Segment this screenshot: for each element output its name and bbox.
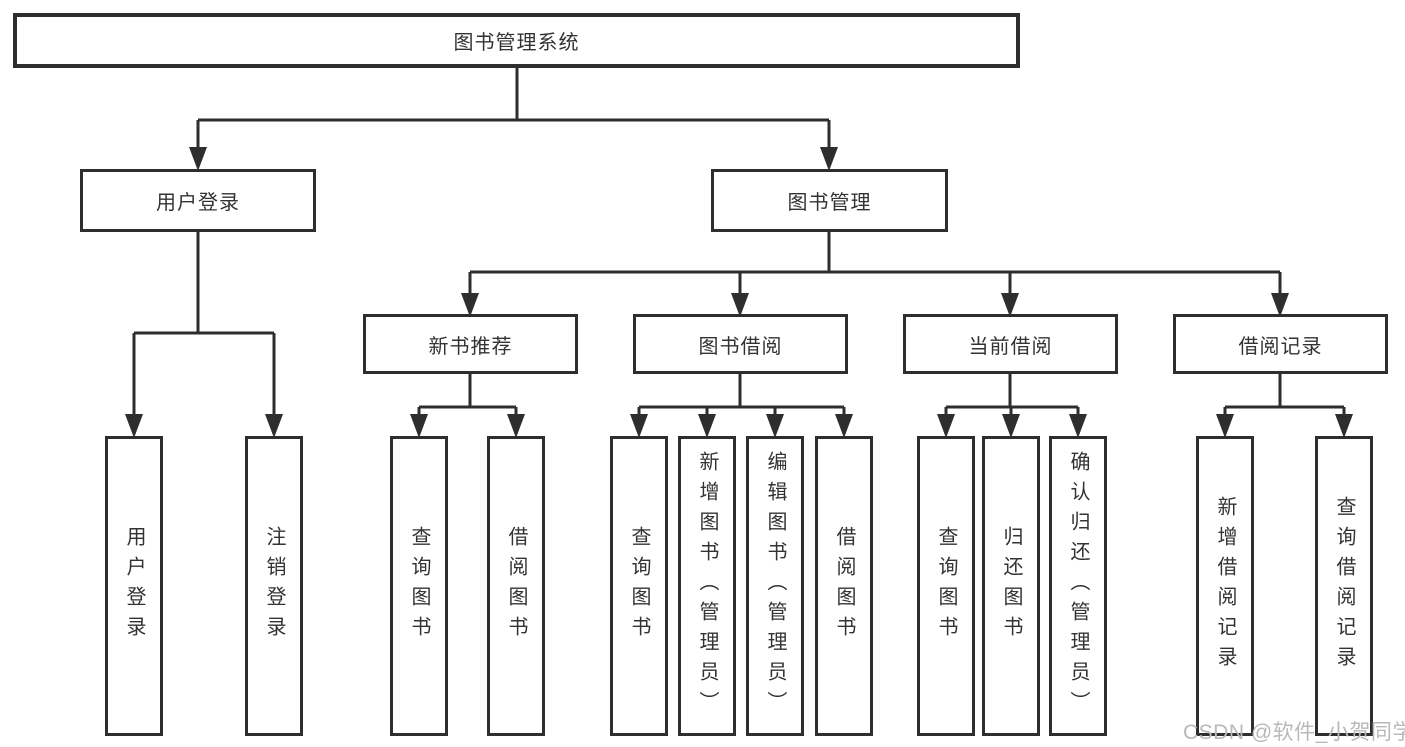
leaf-logout-label: 注销登录 <box>263 526 285 646</box>
leaf-add-borrow-record-label: 新增借阅记录 <box>1214 496 1236 676</box>
node-user-login-label: 用户登录 <box>156 192 240 214</box>
csdn-watermark: CSDN @软件_小贺同学 <box>1183 721 1405 744</box>
leaf-add-book-admin-label: 新增图书（管理员） <box>696 451 718 721</box>
leaf-borrow-book-1: 借阅图书 <box>487 436 545 736</box>
leaf-query-borrow-record-label: 查询借阅记录 <box>1333 496 1355 676</box>
leaf-add-book-admin: 新增图书（管理员） <box>678 436 736 736</box>
leaf-confirm-return-admin: 确认归还（管理员） <box>1049 436 1107 736</box>
node-book-management: 图书管理 <box>711 169 948 232</box>
node-current-borrowing: 当前借阅 <box>903 314 1118 374</box>
leaf-query-book-1: 查询图书 <box>390 436 448 736</box>
leaf-query-borrow-record: 查询借阅记录 <box>1315 436 1373 736</box>
leaf-query-book-2: 查询图书 <box>610 436 668 736</box>
leaf-add-borrow-record: 新增借阅记录 <box>1196 436 1254 736</box>
node-new-book-recommend-label: 新书推荐 <box>428 335 513 358</box>
leaf-query-book-3-label: 查询图书 <box>935 526 957 646</box>
leaf-return-book: 归还图书 <box>982 436 1040 736</box>
node-root-system: 图书管理系统 <box>13 13 1020 68</box>
node-current-borrowing-label: 当前借阅 <box>968 335 1053 358</box>
leaf-edit-book-admin-label: 编辑图书（管理员） <box>764 451 786 721</box>
node-user-login: 用户登录 <box>80 169 316 232</box>
leaf-edit-book-admin: 编辑图书（管理员） <box>746 436 804 736</box>
leaf-return-book-label: 归还图书 <box>1000 526 1022 646</box>
leaf-query-book-3: 查询图书 <box>917 436 975 736</box>
arrowheads <box>125 147 1353 438</box>
node-book-borrowing: 图书借阅 <box>633 314 848 374</box>
leaf-logout: 注销登录 <box>245 436 303 736</box>
node-root-label: 图书管理系统 <box>453 32 580 54</box>
leaf-query-book-2-label: 查询图书 <box>628 526 650 646</box>
node-book-borrowing-label: 图书借阅 <box>698 335 783 358</box>
node-borrowing-records-label: 借阅记录 <box>1238 335 1323 358</box>
node-new-book-recommend: 新书推荐 <box>363 314 578 374</box>
leaf-borrow-book-2-label: 借阅图书 <box>833 526 855 646</box>
leaf-borrow-book-2: 借阅图书 <box>815 436 873 736</box>
leaf-query-book-1-label: 查询图书 <box>408 526 430 646</box>
node-borrowing-records: 借阅记录 <box>1173 314 1388 374</box>
leaf-user-login-label: 用户登录 <box>123 526 145 646</box>
leaf-user-login: 用户登录 <box>105 436 163 736</box>
leaf-borrow-book-1-label: 借阅图书 <box>505 526 527 646</box>
node-book-management-label: 图书管理 <box>787 192 872 214</box>
leaf-confirm-return-admin-label: 确认归还（管理员） <box>1067 451 1089 721</box>
